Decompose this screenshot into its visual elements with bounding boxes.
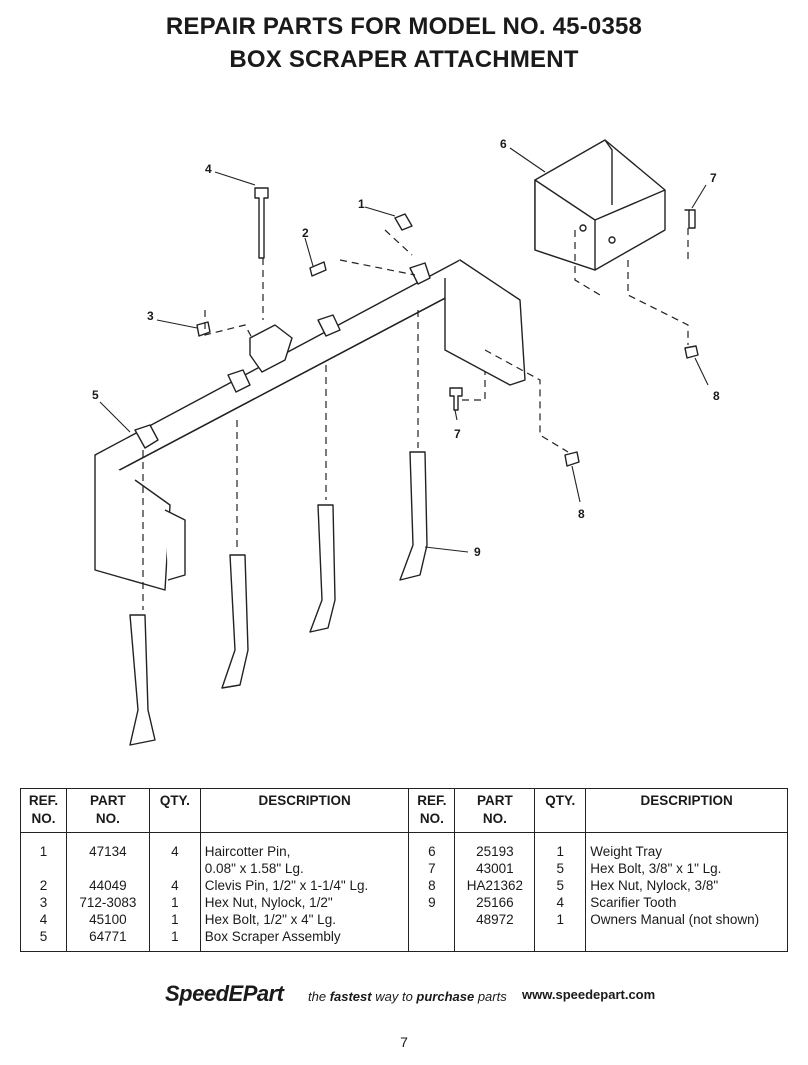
table-cell-l-qty: 4 bbox=[148, 877, 201, 894]
page-number: 7 bbox=[400, 1034, 408, 1050]
table-cell-r-part: 25193 bbox=[454, 832, 536, 860]
box-scraper-frame bbox=[94, 259, 526, 591]
leader-lines bbox=[99, 147, 709, 553]
table-cell-l-part: 47134 bbox=[65, 832, 150, 860]
scarifier-teeth bbox=[129, 451, 428, 746]
table-cell-l-ref bbox=[20, 860, 67, 877]
table-cell-l-ref: 4 bbox=[20, 911, 67, 928]
table-cell-r-part bbox=[454, 928, 536, 952]
table-cell-l-qty: 1 bbox=[148, 928, 201, 952]
table-cell-l-part: 44049 bbox=[65, 877, 150, 894]
table-cell-r-qty bbox=[534, 928, 587, 952]
table-cell-r-desc: Scarifier Tooth bbox=[585, 894, 788, 911]
callout-7b: 7 bbox=[454, 427, 461, 441]
callout-8a: 8 bbox=[713, 389, 720, 403]
table-cell-r-part: 25166 bbox=[454, 894, 536, 911]
table-cell-r-qty: 1 bbox=[534, 911, 587, 928]
table-cell-r-desc: Hex Nut, Nylock, 3/8" bbox=[585, 877, 788, 894]
col-ref-left: REF.NO. bbox=[20, 788, 67, 833]
footer-tagline: the fastest way to purchase parts bbox=[308, 989, 507, 1004]
table-cell-l-part: 45100 bbox=[65, 911, 150, 928]
col-qty-right: QTY. bbox=[534, 788, 587, 833]
callout-4: 4 bbox=[205, 162, 212, 176]
table-cell-l-qty: 1 bbox=[148, 894, 201, 911]
table-cell-r-desc bbox=[585, 928, 788, 952]
table-cell-r-ref: 6 bbox=[408, 832, 456, 860]
table-cell-r-qty: 1 bbox=[534, 832, 587, 860]
table-cell-r-desc: Weight Tray bbox=[585, 832, 788, 860]
table-cell-r-ref: 9 bbox=[408, 894, 456, 911]
table-cell-r-ref bbox=[408, 928, 456, 952]
col-ref-right: REF.NO. bbox=[408, 788, 456, 833]
table-cell-l-desc: Hex Nut, Nylock, 1/2" bbox=[199, 894, 410, 911]
table-cell-l-desc: Hex Bolt, 1/2" x 4" Lg. bbox=[199, 911, 410, 928]
table-cell-l-part: 64771 bbox=[65, 928, 150, 952]
footer-url[interactable]: www.speedepart.com bbox=[522, 987, 656, 1002]
table-cell-r-desc: Owners Manual (not shown) bbox=[585, 911, 788, 928]
table-cell-l-ref: 5 bbox=[20, 928, 67, 952]
col-desc-left: DESCRIPTION bbox=[199, 788, 410, 833]
table-cell-l-desc: 0.08" x 1.58" Lg. bbox=[199, 860, 410, 877]
table-cell-r-part: 43001 bbox=[454, 860, 536, 877]
callout-5: 5 bbox=[92, 388, 99, 402]
callout-8b: 8 bbox=[578, 507, 585, 521]
table-cell-r-qty: 4 bbox=[534, 894, 587, 911]
callout-2: 2 bbox=[302, 226, 309, 240]
page-title: REPAIR PARTS FOR MODEL NO. 45-0358 bbox=[165, 13, 643, 40]
page-subtitle: BOX SCRAPER ATTACHMENT bbox=[229, 46, 579, 73]
alignment-lines bbox=[142, 228, 689, 610]
table-cell-l-qty bbox=[148, 860, 201, 877]
callout-3: 3 bbox=[147, 309, 154, 323]
callout-1: 1 bbox=[358, 197, 365, 211]
footer: SpeedEPart the fastest way to purchase p… bbox=[165, 981, 725, 1015]
table-cell-l-desc: Haircotter Pin, bbox=[199, 832, 410, 860]
table-cell-l-ref: 1 bbox=[20, 832, 67, 860]
weight-tray bbox=[534, 139, 666, 271]
table-cell-l-qty: 4 bbox=[148, 832, 201, 860]
callout-6: 6 bbox=[500, 137, 507, 151]
table-cell-l-desc: Box Scraper Assembly bbox=[199, 928, 410, 952]
table-cell-r-qty: 5 bbox=[534, 877, 587, 894]
table-cell-r-part: HA21362 bbox=[454, 877, 536, 894]
callout-9: 9 bbox=[474, 545, 481, 559]
table-cell-l-ref: 3 bbox=[20, 894, 67, 911]
table-cell-l-desc: Clevis Pin, 1/2" x 1-1/4" Lg. bbox=[199, 877, 410, 894]
table-cell-l-qty: 1 bbox=[148, 911, 201, 928]
table-cell-r-part: 48972 bbox=[454, 911, 536, 928]
table-cell-r-ref bbox=[408, 911, 456, 928]
col-desc-right: DESCRIPTION bbox=[585, 788, 788, 833]
callout-7a: 7 bbox=[710, 171, 717, 185]
table-cell-r-ref: 8 bbox=[408, 877, 456, 894]
table-cell-l-part bbox=[65, 860, 150, 877]
table-cell-l-ref: 2 bbox=[20, 877, 67, 894]
speedepart-logo: SpeedEPart bbox=[165, 981, 284, 1006]
table-cell-r-desc: Hex Bolt, 3/8" x 1" Lg. bbox=[585, 860, 788, 877]
table-cell-l-part: 712-3083 bbox=[65, 894, 150, 911]
table-cell-r-qty: 5 bbox=[534, 860, 587, 877]
col-qty-left: QTY. bbox=[148, 788, 201, 833]
hardware bbox=[196, 187, 699, 467]
table-cell-r-ref: 7 bbox=[408, 860, 456, 877]
exploded-parts-diagram: 6 7 4 1 2 3 5 7 8 8 9 bbox=[92, 137, 720, 746]
